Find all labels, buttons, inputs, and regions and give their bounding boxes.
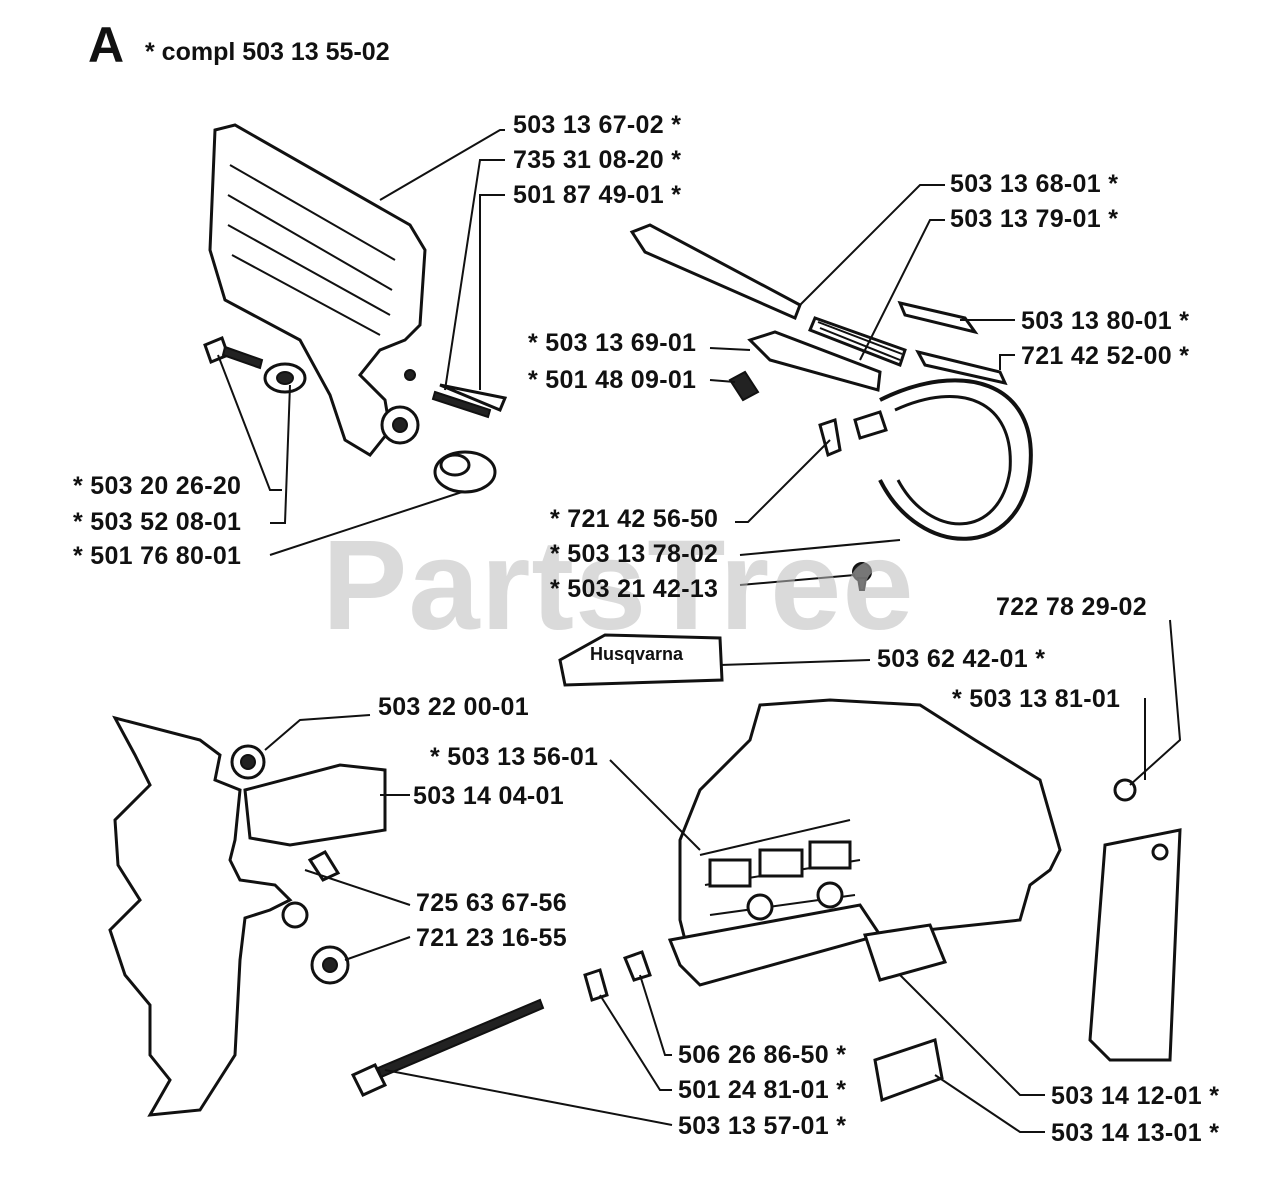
part-label: 721 42 52-00 * bbox=[1021, 342, 1190, 370]
sprocket-cover bbox=[667, 698, 1062, 987]
part-label: * 503 20 26-20 bbox=[73, 472, 242, 500]
husqvarna-decal: Husqvarna bbox=[558, 633, 724, 687]
part-label: 506 26 86-50 * bbox=[678, 1041, 847, 1069]
part-label: * 721 42 56-50 bbox=[550, 505, 719, 533]
part-label: * 503 13 81-01 bbox=[952, 685, 1121, 713]
hand-guard-part bbox=[208, 123, 427, 457]
part-label: * 503 13 69-01 bbox=[528, 329, 697, 357]
leader-lines bbox=[217, 129, 1182, 1133]
crankcase-side bbox=[108, 715, 387, 1117]
part-label: 503 14 04-01 bbox=[413, 782, 564, 810]
part-label: 721 23 16-55 bbox=[416, 924, 567, 952]
part-label: * 503 52 08-01 bbox=[73, 508, 242, 536]
part-label: 503 22 00-01 bbox=[378, 693, 529, 721]
part-label: 725 63 67-56 bbox=[416, 889, 567, 917]
part-label: 503 13 79-01 * bbox=[950, 205, 1119, 233]
part-label: 503 13 67-02 * bbox=[513, 111, 682, 139]
section-letter: A bbox=[88, 17, 125, 73]
part-label: * 503 13 78-02 bbox=[550, 540, 719, 568]
part-label: 735 31 08-20 * bbox=[513, 146, 682, 174]
part-label: 503 13 80-01 * bbox=[1021, 307, 1190, 335]
part-label: 501 24 81-01 * bbox=[678, 1076, 847, 1104]
part-label: 503 14 13-01 * bbox=[1051, 1119, 1220, 1147]
hand-guard-screws bbox=[203, 336, 508, 494]
part-label: * 501 48 09-01 bbox=[528, 366, 697, 394]
chain-brake-mechanism bbox=[629, 223, 1033, 591]
guide-plate-and-screws bbox=[350, 778, 1182, 1103]
part-label: 503 13 57-01 * bbox=[678, 1112, 847, 1140]
watermark: PartsTree bbox=[322, 514, 915, 657]
part-label: 503 13 68-01 * bbox=[950, 170, 1119, 198]
part-label: * 503 13 56-01 bbox=[430, 743, 599, 771]
complete-assembly-number: * compl 503 13 55-02 bbox=[145, 38, 390, 66]
part-label: 503 14 12-01 * bbox=[1051, 1082, 1220, 1110]
part-label: * 501 76 80-01 bbox=[73, 542, 242, 570]
decal-text: Husqvarna bbox=[590, 644, 684, 664]
part-label: 503 62 42-01 * bbox=[877, 645, 1046, 673]
part-label: * 503 21 42-13 bbox=[550, 575, 719, 603]
part-label: 501 87 49-01 * bbox=[513, 181, 682, 209]
part-label: 722 78 29-02 bbox=[996, 593, 1147, 621]
